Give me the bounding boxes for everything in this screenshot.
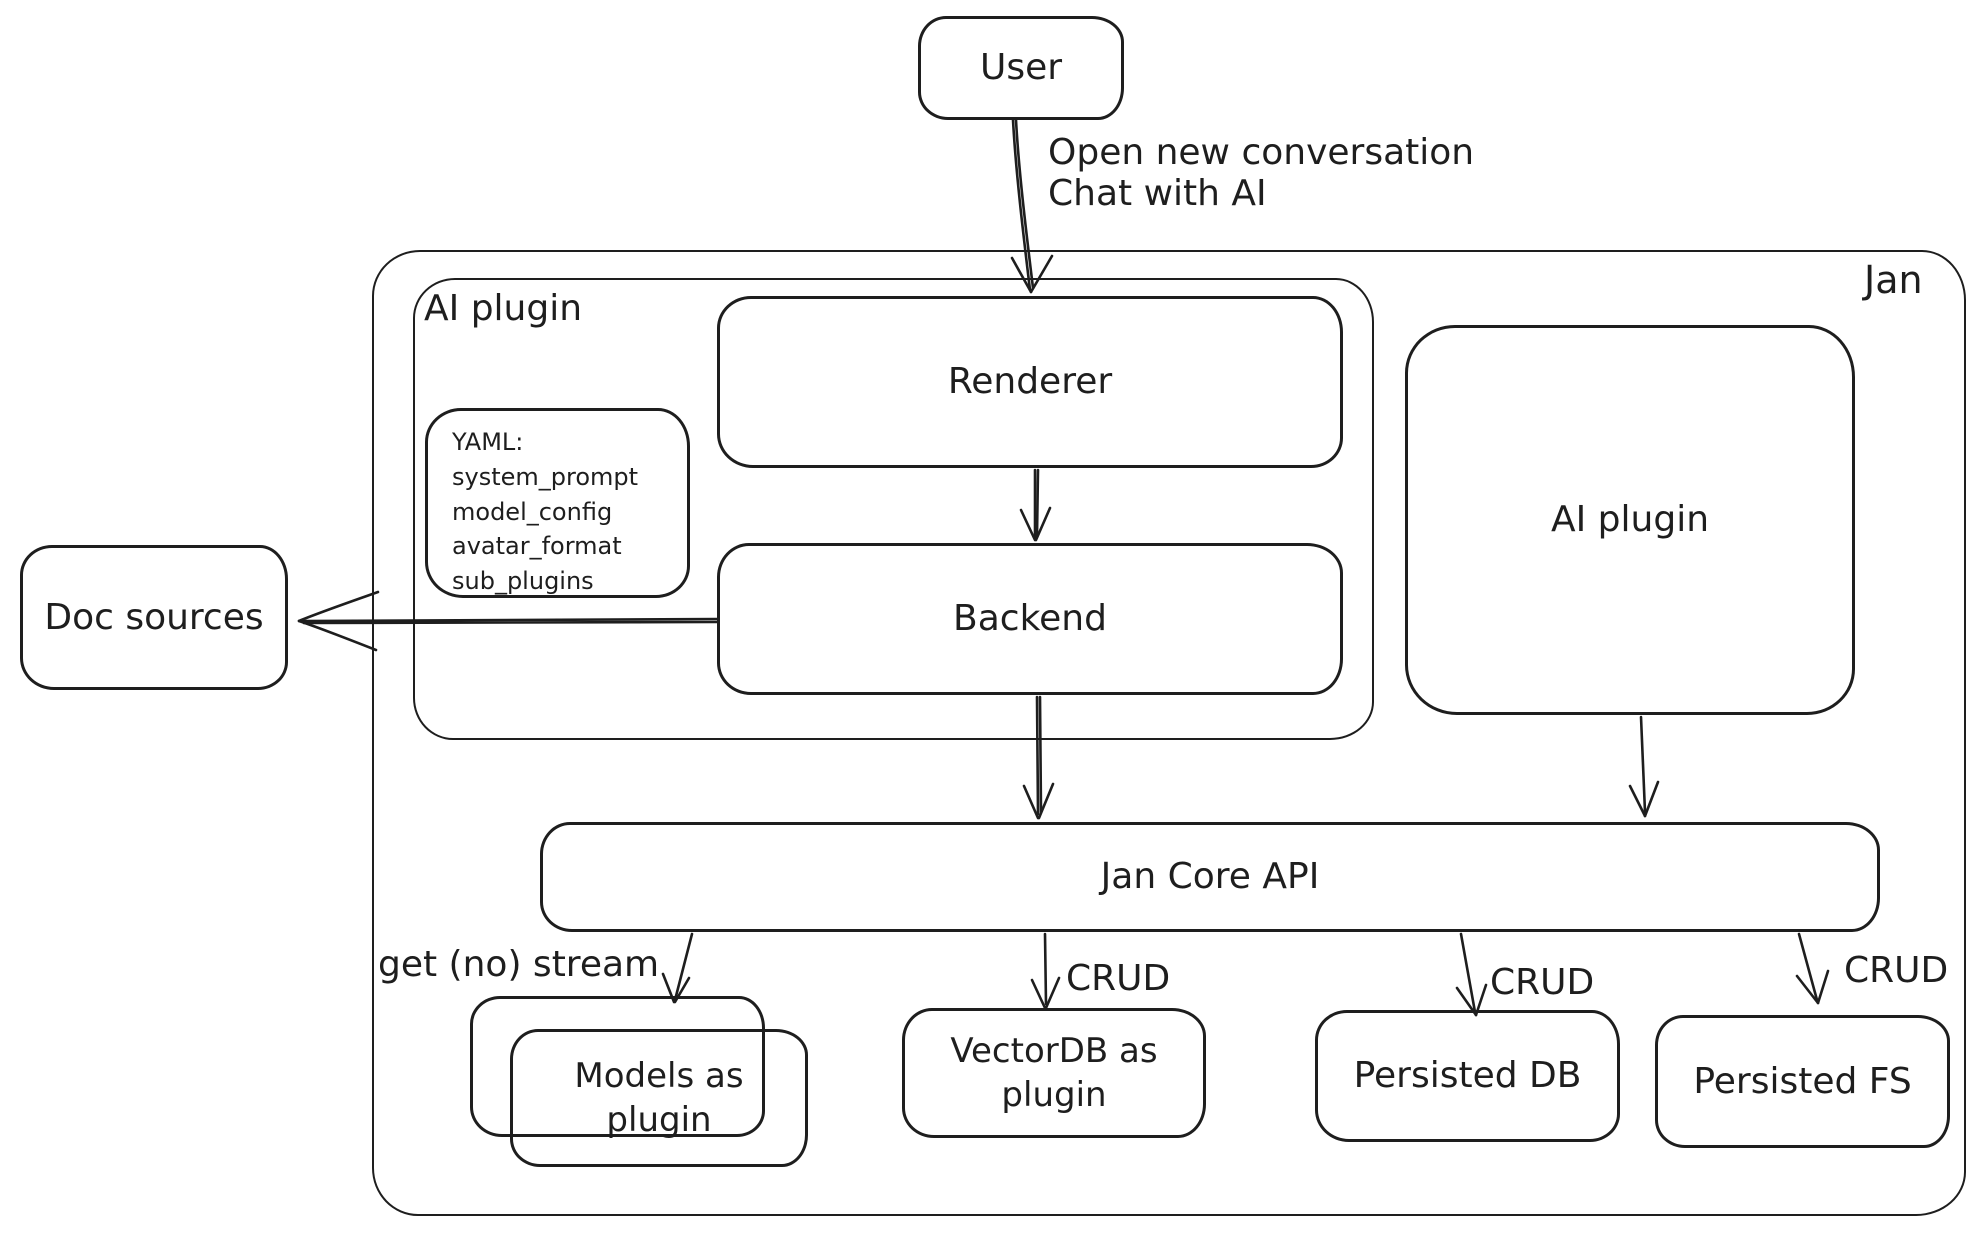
user-edge-label-line1: Open new conversation [1048, 132, 1475, 173]
ai-plugin-group-label: AI plugin [424, 288, 583, 329]
backend-label: Backend [953, 598, 1107, 640]
models-plugin-label: Models as plugin [574, 1054, 743, 1142]
persisted-db-box: Persisted DB [1315, 1010, 1620, 1142]
yaml-line: sub_plugins [452, 567, 594, 596]
persisted-fs-box: Persisted FS [1655, 1015, 1950, 1148]
models-plugin-label-line1: Models as [574, 1055, 744, 1096]
yaml-line: avatar_format [452, 532, 622, 561]
crud-persisted-db-edge-label: CRUD [1490, 962, 1595, 1003]
renderer-label: Renderer [947, 361, 1113, 403]
yaml-note-box: YAML: system_prompt model_config avatar_… [425, 408, 690, 598]
user-label: User [979, 47, 1063, 89]
models-plugin-label-line2: plugin [606, 1100, 712, 1140]
get-stream-edge-label: get (no) stream [378, 944, 660, 985]
doc-sources-box: Doc sources [20, 545, 288, 690]
vectordb-box: VectorDB as plugin [902, 1008, 1206, 1138]
vectordb-label-line1: VectorDB as [950, 1030, 1158, 1071]
yaml-line: YAML: [452, 428, 524, 456]
user-edge-label: Open new conversation Chat with AI [1048, 132, 1474, 214]
crud-vectordb-edge-label: CRUD [1066, 958, 1171, 999]
yaml-line: system_prompt [452, 462, 639, 491]
renderer-box: Renderer [717, 296, 1343, 468]
jan-container [372, 250, 1966, 1216]
yaml-line: model_config [452, 497, 613, 526]
ai-plugin-box: AI plugin [1405, 325, 1855, 715]
vectordb-label: VectorDB as plugin [950, 1029, 1157, 1117]
user-edge-label-line2: Chat with AI [1048, 173, 1267, 214]
ai-plugin-group [413, 278, 1374, 740]
yaml-note-text: YAML: system_prompt model_config avatar_… [452, 425, 638, 599]
backend-box: Backend [717, 543, 1343, 695]
persisted-fs-label: Persisted FS [1693, 1060, 1912, 1102]
models-plugin-back-box [470, 996, 765, 1137]
doc-sources-label: Doc sources [44, 596, 264, 638]
crud-persisted-fs-edge-label: CRUD [1844, 950, 1949, 991]
jan-core-api-label: Jan Core API [1100, 856, 1320, 898]
jan-core-api-box: Jan Core API [540, 822, 1880, 932]
vectordb-label-line2: plugin [1001, 1075, 1107, 1115]
models-plugin-box: Models as plugin [510, 1029, 808, 1167]
user-box: User [918, 16, 1124, 120]
persisted-db-label: Persisted DB [1353, 1055, 1582, 1097]
jan-label: Jan [1864, 258, 1923, 302]
ai-plugin-box-label: AI plugin [1550, 499, 1710, 541]
